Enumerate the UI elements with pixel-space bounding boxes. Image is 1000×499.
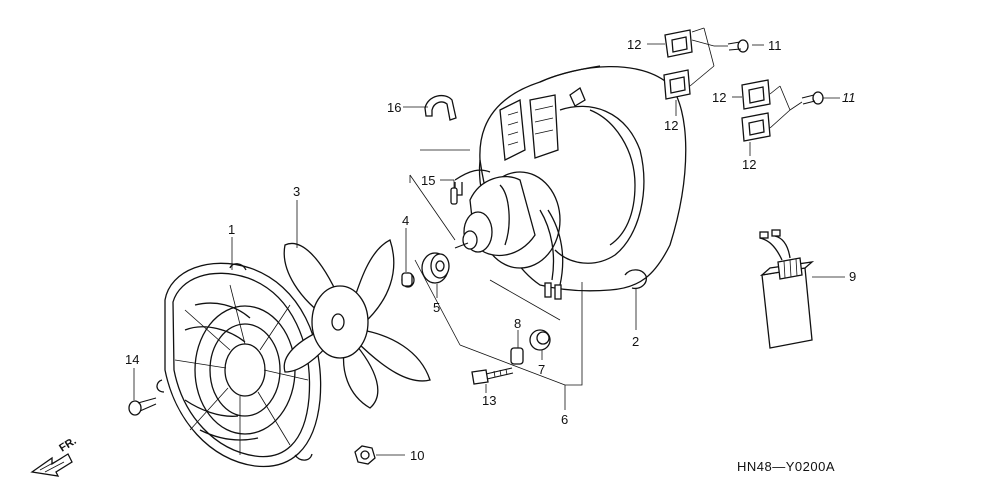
- callout-11-right: 11: [842, 90, 856, 105]
- callout-12-right-lower: 12: [742, 157, 756, 172]
- nut-part-10: [354, 445, 376, 465]
- front-direction-label: FR.: [57, 435, 78, 455]
- leader-lines: [133, 27, 845, 456]
- collar-part-8: [510, 347, 524, 365]
- rubber-mount-part-5: [421, 252, 450, 284]
- fan-blade: [283, 239, 431, 409]
- callout-13: 13: [482, 393, 496, 408]
- callout-15: 15: [421, 173, 435, 188]
- clip-part-12-middle: [663, 69, 691, 100]
- clip-part-15: [450, 187, 458, 205]
- grommet-part-7: [529, 329, 551, 351]
- clamp-part-16: [424, 94, 457, 121]
- diagram-code: HN48—Y0200A: [737, 459, 835, 474]
- callout-12-middle: 12: [664, 118, 678, 133]
- callout-4: 4: [402, 213, 409, 228]
- front-direction-arrow: [30, 453, 73, 477]
- callout-9: 9: [849, 269, 856, 284]
- clip-part-12-right-upper: [741, 79, 771, 110]
- clip-part-12-upper: [664, 29, 693, 58]
- callout-10: 10: [410, 448, 424, 463]
- callout-12-right-upper: 12: [712, 90, 726, 105]
- screw-part-14: [128, 397, 157, 416]
- callout-8: 8: [514, 316, 521, 331]
- callout-3: 3: [293, 184, 300, 199]
- clip-part-12-right-lower: [741, 112, 771, 142]
- screw-part-11-upper: [727, 39, 749, 53]
- callout-1: 1: [228, 222, 235, 237]
- fan-motor: [454, 169, 564, 300]
- callout-14: 14: [125, 352, 139, 367]
- fan-guard: [156, 262, 322, 468]
- callout-12-upper: 12: [627, 37, 641, 52]
- callout-16: 16: [387, 100, 401, 115]
- callout-2: 2: [632, 334, 639, 349]
- screw-part-11-right: [801, 91, 824, 105]
- callout-11-upper: 11: [768, 38, 782, 53]
- callout-7: 7: [538, 362, 545, 377]
- relay-part-9: [759, 229, 815, 349]
- collar-part-4: [401, 272, 415, 288]
- callout-5: 5: [433, 300, 440, 315]
- bolt-part-13: [471, 367, 514, 385]
- callout-6: 6: [561, 412, 568, 427]
